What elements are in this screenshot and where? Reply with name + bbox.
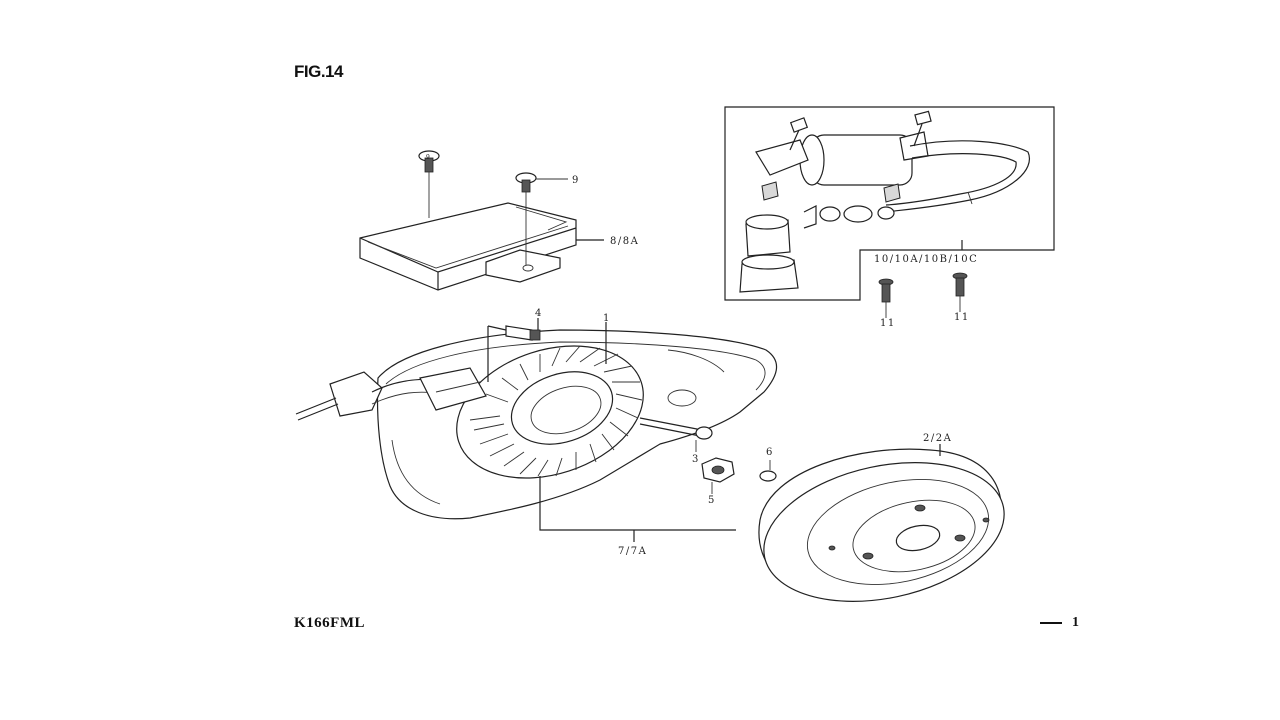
ignition-coil-inset [724,106,1055,301]
page-number-value: 1 [1072,615,1079,630]
crankcase-cover [376,329,778,520]
bolt-4 [487,318,541,382]
callout-3: 3 [692,454,700,465]
callout-9-on-screw: 9 [426,154,431,161]
callout-4: 4 [535,308,543,319]
key-6 [759,460,777,482]
callout-6: 6 [766,447,774,458]
screw-9-right [515,172,568,265]
callout-5: 5 [708,495,716,506]
callout-8-8a: 8/8A [610,236,639,247]
flywheel-rotor [758,444,1005,602]
bolt-3 [639,417,713,452]
page-number: 1 [1040,615,1079,631]
callout-1: 1 [603,313,611,324]
screw-11-right [952,272,968,312]
callout-10: 10/10A/10B/10C [874,254,978,265]
model-code: K166FML [294,615,365,631]
callout-9: 9 [572,175,580,186]
nut-5 [701,457,735,494]
callout-11-left: 11 [880,318,896,329]
screw-11-left [878,278,894,318]
page-dash [1040,621,1062,624]
figure-title: FIG.14 [294,62,343,81]
leader-7 [539,476,736,542]
callout-2-2a: 2/2A [923,433,952,444]
stator [419,322,644,479]
callout-7-7a: 7/7A [618,546,647,557]
screw-9-left [418,150,440,218]
regulator-rectifier [359,202,604,291]
callout-11-right: 11 [954,312,970,323]
